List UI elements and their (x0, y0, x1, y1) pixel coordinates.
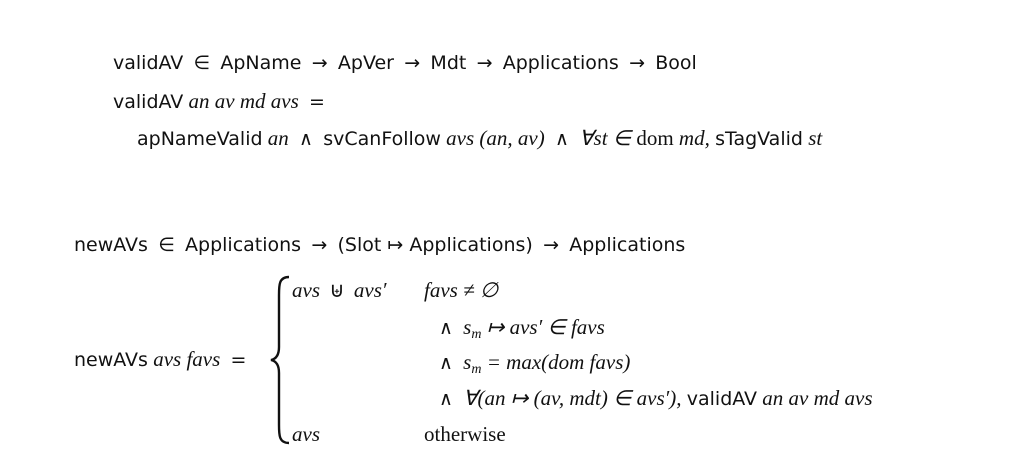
case2-expression: avs (292, 421, 320, 447)
validav-signature: validAV ∈ ApName → ApVer → Mdt → Applica… (113, 49, 697, 76)
slot-var: s (463, 315, 472, 339)
arrow-symbol: → (404, 52, 421, 74)
case1-cond-1: favs ≠ ∅ (424, 277, 498, 303)
and-symbol: ∧ (439, 388, 453, 410)
equals-symbol: = (309, 91, 325, 113)
cond-text: ∀(an ↦ (av, mdt) ∈ avs′), (463, 386, 682, 410)
type-mdt: Mdt (430, 52, 467, 74)
pair-an-av: (an, av) (479, 126, 545, 150)
newavs-definition-head: newAVs avs favs = (74, 346, 251, 373)
arrow-symbol: → (476, 52, 493, 74)
type-applications: Applications (185, 234, 302, 256)
fn-args: an av md avs (188, 89, 299, 113)
otherwise-text: otherwise (424, 422, 506, 446)
arrow-symbol: → (311, 234, 328, 256)
fn-name: newAVs (74, 349, 148, 371)
fn-name: validAV (113, 52, 184, 74)
validav-definition-head: validAV an av md avs = (113, 88, 330, 115)
expr-avs: avs (292, 422, 320, 446)
arrow-symbol: → (629, 52, 645, 74)
type-apname: ApName (220, 52, 302, 74)
case2-cond: otherwise (424, 421, 506, 447)
and-symbol: ∧ (439, 352, 453, 374)
and-symbol: ∧ (554, 128, 569, 150)
cond-text: = max(dom favs) (486, 350, 631, 374)
expr-avs: avs (292, 278, 320, 302)
slot-subscript: m (471, 362, 482, 377)
forall-st: ∀st ∈ (579, 126, 632, 150)
newavs-signature: newAVs ∈ Applications → (Slot ↦ Applicat… (74, 231, 685, 258)
slot-var: s (463, 350, 472, 374)
type-apver: ApVer (337, 52, 394, 74)
arg-an: an (267, 126, 289, 150)
expr-avs-prime: avs′ (353, 278, 387, 302)
case1-expression: avs ⊎ avs′ (292, 277, 386, 303)
elem-of-symbol: ∈ (158, 234, 175, 256)
fn-name: newAVs (74, 234, 148, 256)
left-brace-icon (270, 275, 290, 445)
type-bool: Bool (655, 52, 697, 74)
slot-subscript: m (471, 327, 482, 342)
fn-name: validAV (113, 91, 184, 113)
arg-st: st (808, 126, 823, 150)
disjoint-union-symbol: ⊎ (329, 278, 345, 302)
dom-operator: dom (636, 126, 674, 150)
and-symbol: ∧ (299, 128, 313, 150)
arg-avs: avs (446, 126, 475, 150)
fn-svcanfollow: svCanFollow (323, 128, 441, 150)
and-symbol: ∧ (439, 317, 453, 339)
equals-symbol: = (230, 349, 247, 371)
cond-text: favs ≠ ∅ (424, 278, 499, 302)
type-slot-map: (Slot ↦ Applications) (337, 234, 533, 256)
case1-cond-2: ∧ sm ↦ avs′ ∈ favs (434, 314, 605, 348)
fn-stagvalid: sTagValid (715, 128, 803, 150)
arrow-symbol: → (311, 52, 328, 74)
type-applications: Applications (502, 52, 619, 74)
case1-cond-4: ∧ ∀(an ↦ (av, mdt) ∈ avs′), validAV an a… (434, 385, 873, 412)
arrow-symbol: → (543, 234, 559, 256)
case1-cond-3: ∧ sm = max(dom favs) (434, 349, 630, 383)
cond-args: an av md avs (762, 386, 873, 410)
fn-validav: validAV (686, 388, 758, 410)
validav-definition-body: apNameValid an ∧ svCanFollow avs (an, av… (137, 125, 822, 152)
arg-md: md, (678, 126, 710, 150)
type-applications: Applications (569, 234, 686, 256)
fn-apnamevalid: apNameValid (137, 128, 263, 150)
cond-text: ↦ avs′ ∈ favs (486, 315, 605, 339)
fn-args: avs favs (153, 347, 221, 371)
elem-of-symbol: ∈ (193, 52, 211, 74)
